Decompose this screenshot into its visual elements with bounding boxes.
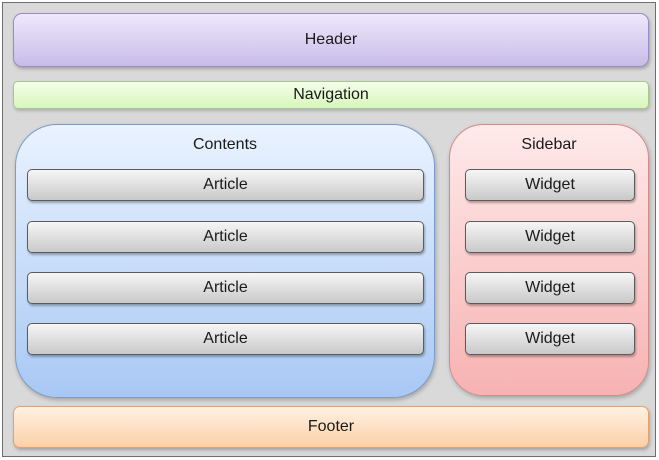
article-block: Article <box>27 221 424 253</box>
widget-block: Widget <box>465 323 635 355</box>
navigation-label: Navigation <box>293 86 369 103</box>
sidebar-label: Sidebar <box>521 136 577 153</box>
navigation-region: Navigation <box>13 81 649 109</box>
article-block: Article <box>27 169 424 201</box>
article-block: Article <box>27 323 424 355</box>
widget-label: Widget <box>525 228 575 245</box>
header-region: Header <box>13 13 649 67</box>
article-label: Article <box>203 176 248 193</box>
article-label: Article <box>203 279 248 296</box>
footer-region: Footer <box>13 406 649 448</box>
widget-label: Widget <box>525 176 575 193</box>
footer-label: Footer <box>307 418 355 435</box>
contents-region: Contents Article Article Article Article <box>15 124 435 398</box>
widget-label: Widget <box>525 330 575 347</box>
widget-block: Widget <box>465 169 635 201</box>
widget-block: Widget <box>465 221 635 253</box>
header-label: Header <box>304 31 358 48</box>
contents-label: Contents <box>192 136 258 153</box>
sidebar-region: Sidebar Widget Widget Widget Widget <box>449 124 649 396</box>
widget-block: Widget <box>465 272 635 304</box>
widget-label: Widget <box>525 279 575 296</box>
article-block: Article <box>27 272 424 304</box>
article-label: Article <box>203 330 248 347</box>
article-label: Article <box>203 228 248 245</box>
